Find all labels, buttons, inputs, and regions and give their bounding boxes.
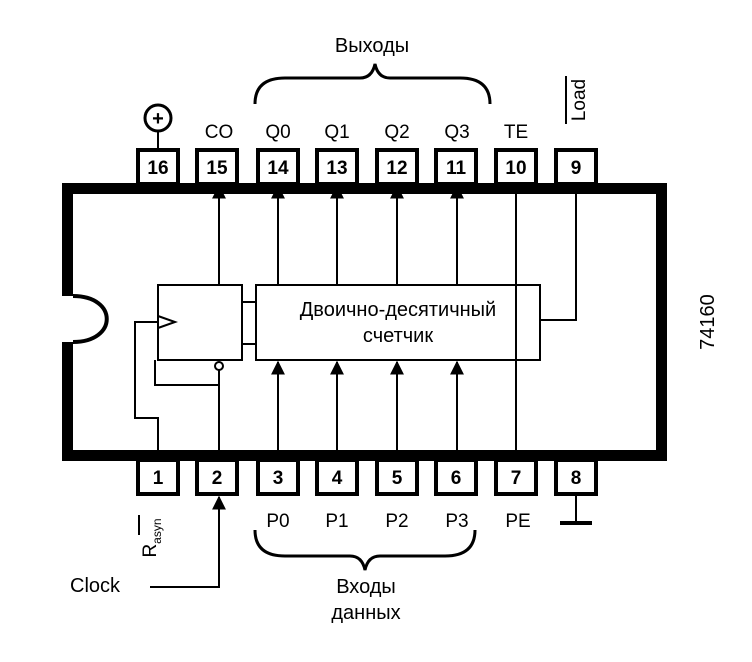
input-wires [271,360,464,460]
pin-14: 14 Q0 [256,122,300,186]
svg-text:14: 14 [267,158,289,179]
svg-text:4: 4 [332,468,343,489]
pin-7-label: PE [505,511,530,532]
svg-text:5: 5 [392,468,403,489]
pin-16: 16 [136,148,180,186]
chip-part-number: 74160 [697,294,719,350]
svg-text:11: 11 [446,158,467,179]
pin-13-label: Q1 [324,122,349,143]
pin-4-label: P1 [325,511,348,532]
pin-3: 3 P0 [256,458,300,532]
pin-1: 1 Rasyn [136,458,180,558]
pin-10: 10 TE [494,122,538,186]
clock-input: Clock [70,495,226,597]
bottom-group-brace [253,529,477,571]
svg-text:+: + [152,108,164,130]
pin-5: 5 P2 [375,458,419,532]
pin-4: 4 P1 [315,458,359,532]
svg-text:2: 2 [212,468,223,489]
svg-text:7: 7 [511,468,522,489]
clock-reset-wires [134,321,224,460]
svg-text:1: 1 [153,468,164,489]
pin-10-label: TE [504,122,528,143]
pin-3-label: P0 [266,511,289,532]
pin-9: 9 Load [554,76,598,186]
svg-text:13: 13 [326,158,347,179]
pin-6-label: P3 [445,511,468,532]
svg-text:9: 9 [571,158,582,179]
pin-2: 2 [195,458,239,496]
pin-14-label: Q0 [265,122,290,143]
ground-symbol-icon [560,496,592,525]
top-group-brace [253,63,492,105]
bottom-group-label-line1: Входы [336,576,396,598]
core-label-line2: счетчик [363,325,433,347]
svg-text:12: 12 [386,158,407,179]
pin-13: 13 Q1 [315,122,359,186]
power-symbol-icon: + [143,103,173,150]
top-pins: 16 15 CO 14 Q0 13 Q1 12 Q2 11 Q3 [136,76,598,186]
pin-1-label: Rasyn [140,518,164,557]
svg-text:16: 16 [147,158,168,179]
svg-text:10: 10 [505,158,526,179]
pin-6: 6 P3 [434,458,478,532]
svg-text:15: 15 [206,158,228,179]
pin-15: 15 CO [195,122,239,186]
core-label-line1: Двоично-десятичный [300,299,496,321]
clock-label: Clock [70,575,121,597]
svg-text:Rasyn: Rasyn [140,518,164,557]
svg-text:8: 8 [571,468,582,489]
bottom-pins: 1 Rasyn 2 3 P0 4 P1 5 P2 [136,458,598,558]
pin-11-label: Q3 [444,122,469,143]
output-wires [212,184,577,460]
pin-12-label: Q2 [384,122,409,143]
top-group-label: Выходы [335,35,409,57]
pin-11: 11 Q3 [434,122,478,186]
pin-9-label: Load [569,79,590,121]
pin-7: 7 PE [494,458,538,532]
counter-core-block: Двоично-десятичный счетчик [255,284,541,361]
control-block [157,284,243,361]
bottom-group-label-line2: данных [331,602,400,624]
pin-15-label: CO [205,122,234,143]
pin-8: 8 [554,458,598,496]
pin-12: 12 Q2 [375,122,419,186]
svg-text:3: 3 [273,468,284,489]
pin-5-label: P2 [385,511,408,532]
svg-text:6: 6 [451,468,462,489]
